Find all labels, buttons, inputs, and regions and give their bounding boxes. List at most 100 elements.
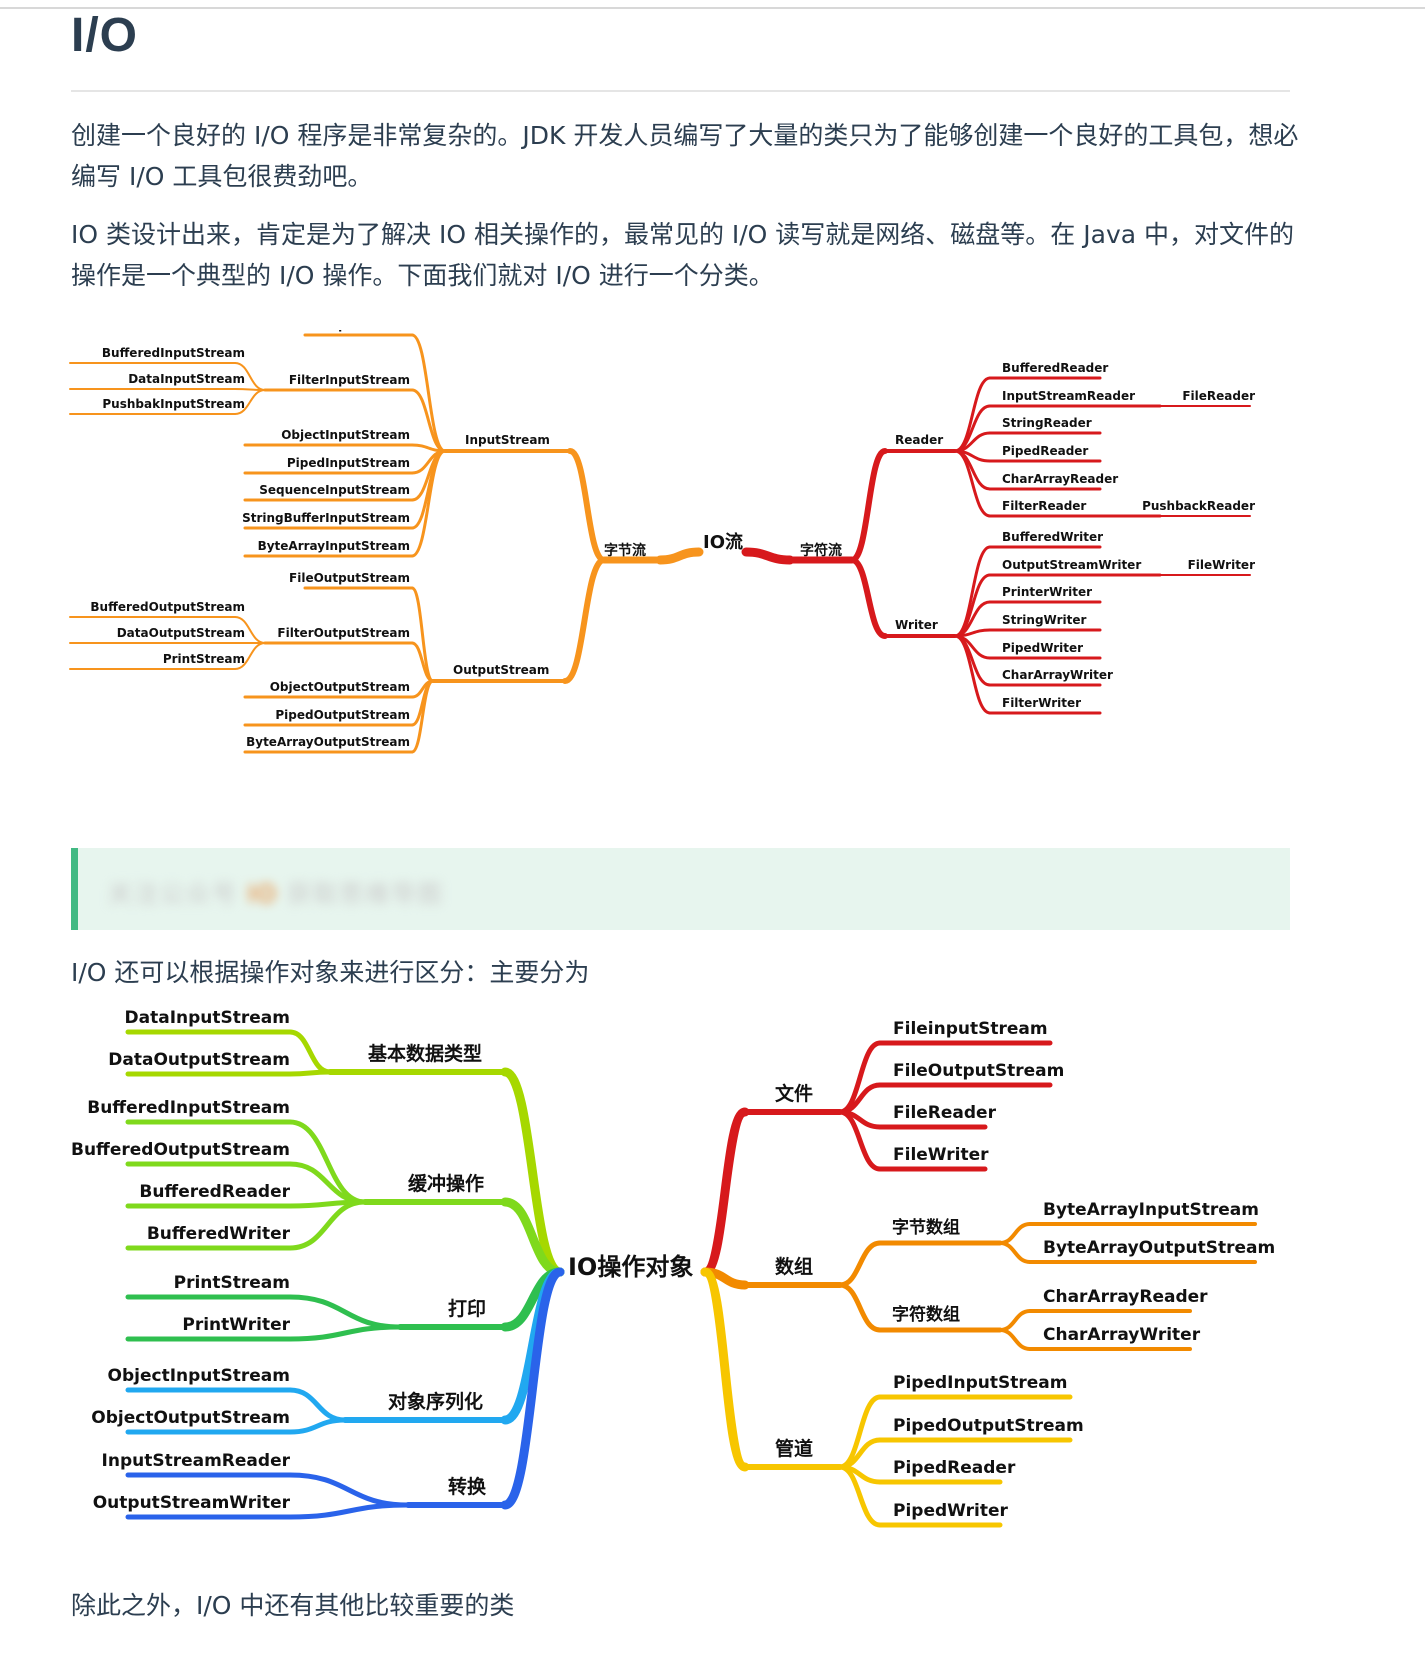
dataoutputstream-label: DataOutputStream [108, 1050, 290, 1070]
fileinputstream-label: FileinputStream [893, 1019, 1048, 1039]
inputstreamreader-label: InputStreamReader [1002, 389, 1135, 403]
writer-label: Writer [895, 618, 938, 632]
datainputstream-label: DataInputStream [125, 1008, 290, 1028]
io-stream-mindmap: IO流字节流字符流InputStreamFileInputStreamFilte… [69, 330, 1255, 754]
link-objectoutputstream [287, 1417, 348, 1435]
classification-paragraph: IO 类设计出来，肯定是为了解决 IO 相关操作的，最常见的 I/O 读写就是网… [71, 220, 1295, 290]
tip-box: 关注公众号 IO 获取思维导图 [71, 848, 1290, 930]
sub-group-0-label: 字节数组 [892, 1217, 960, 1238]
filereader-label: FileReader [1182, 389, 1255, 403]
bytearrayinputstream-label: ByteArrayInputStream [258, 539, 410, 553]
branch-charstream [741, 547, 795, 565]
bufferedoutputstream-label: BufferedOutputStream [90, 600, 245, 614]
dataoutputstream-label: DataOutputStream [117, 626, 245, 640]
sub-group-1-label: 字符数组 [892, 1304, 960, 1325]
link-outputstreamwriter [287, 1502, 411, 1520]
inputstream-label: InputStream [465, 433, 550, 447]
left-group-0-label: 基本数据类型 [367, 1042, 482, 1065]
link-objectinputstream [287, 1387, 348, 1423]
bufferedreader-label: BufferedReader [1002, 361, 1108, 375]
link-bufferedoutputstream [287, 1161, 368, 1205]
filterwriter-label: FilterWriter [1002, 696, 1081, 710]
right-group-1-label: 数组 [775, 1255, 813, 1278]
link-printstream [287, 1294, 403, 1330]
outputstreamwriter-label: OutputStreamWriter [93, 1493, 291, 1513]
bytestream-label: 字节流 [604, 542, 646, 559]
outputstreamwriter-label: OutputStreamWriter [1002, 558, 1141, 572]
link-filterreader [953, 449, 992, 518]
link-bytearrayinputstream [998, 1222, 1032, 1245]
chararrayreader-label: CharArrayReader [1002, 472, 1118, 486]
objectoutputstream-label: ObjectOutputStream [270, 680, 410, 694]
top-divider [0, 7, 1425, 9]
pipedoutputstream-label: PipedOutputStream [893, 1416, 1084, 1436]
filewriter-label: FileWriter [1188, 558, 1255, 572]
objectinputstream-label: ObjectInputStream [108, 1366, 290, 1386]
left-group-4-label: 转换 [448, 1475, 487, 1498]
bufferedreader-label: BufferedReader [139, 1182, 290, 1202]
stringwriter-label: StringWriter [1002, 613, 1086, 627]
bufferedinputstream-label: BufferedInputStream [87, 1098, 290, 1118]
fileoutputstream-label: FileOutputStream [893, 1061, 1064, 1081]
pipedoutputstream-label: PipedOutputStream [275, 708, 410, 722]
link-bufferedinputstream [287, 1119, 368, 1205]
printerwriter-label: PrinterWriter [1002, 585, 1092, 599]
sequenceinputstream-label: SequenceInputStream [259, 483, 410, 497]
link-chararrayreader [998, 1309, 1032, 1332]
bytearrayoutputstream-label: ByteArrayOutputStream [246, 735, 410, 749]
filteroutputstream-label: FilterOutputStream [277, 626, 410, 640]
link-pushbakinputstream [234, 389, 266, 415]
chararrayreader-label: CharArrayReader [1043, 1287, 1208, 1307]
branch-right-0 [700, 1107, 750, 1277]
center-node-label: IO操作对象 [568, 1253, 693, 1281]
printwriter-label: PrintWriter [182, 1315, 290, 1335]
bytearrayinputstream-label: ByteArrayInputStream [1043, 1200, 1259, 1220]
link-sub-1 [837, 1282, 883, 1333]
branch-bytestream [655, 547, 704, 565]
pipedwriter-label: PipedWriter [1002, 641, 1083, 655]
left-group-3-label: 对象序列化 [388, 1390, 483, 1413]
pipedwriter-label: PipedWriter [893, 1501, 1008, 1521]
operation-object-paragraph: I/O 还可以根据操作对象来进行区分：主要分为 [71, 958, 590, 987]
link-inputstreamreader [287, 1472, 411, 1508]
link-inputstream [567, 448, 607, 563]
tip-highlight: IO [247, 880, 278, 908]
link-filterwriter [953, 634, 992, 715]
left-group-2-label: 打印 [448, 1297, 486, 1320]
left-group-1-label: 缓冲操作 [408, 1172, 484, 1195]
bytearrayoutputstream-label: ByteArrayOutputStream [1043, 1238, 1275, 1258]
right-group-0-label: 文件 [775, 1082, 813, 1105]
filewriter-label: FileWriter [893, 1145, 989, 1165]
link-bufferedwriter [953, 545, 992, 638]
datainputstream-label: DataInputStream [128, 372, 245, 386]
chararraywriter-label: CharArrayWriter [1002, 668, 1113, 682]
other-classes-paragraph: 除此之外，I/O 中还有其他比较重要的类 [71, 1591, 515, 1620]
pipedreader-label: PipedReader [893, 1458, 1016, 1478]
pipedinputstream-label: PipedInputStream [893, 1373, 1067, 1393]
bufferedwriter-label: BufferedWriter [1002, 530, 1103, 544]
stringbufferinputstream-label: StringBufferInputStream [242, 511, 410, 525]
tip-text-before: 关注公众号 [108, 880, 238, 908]
link-fileinputstream [410, 333, 447, 453]
objectinputstream-label: ObjectInputStream [281, 428, 410, 442]
link-chararraywriter [998, 1328, 1032, 1351]
chararraywriter-label: CharArrayWriter [1043, 1325, 1201, 1345]
outputstream-label: OutputStream [453, 663, 549, 677]
pushbakinputstream-label: PushbakInputStream [102, 397, 245, 411]
link-printwriter [287, 1324, 403, 1342]
link-sub-0 [837, 1240, 883, 1288]
bufferedwriter-label: BufferedWriter [147, 1224, 291, 1244]
link-bytearrayoutputstream [410, 679, 435, 754]
link-outputstream [562, 557, 607, 684]
link-writer [849, 557, 888, 639]
link-reader [849, 448, 888, 563]
fileinputstream-label: FileInputStream [301, 330, 410, 332]
link-bytearrayinputstream [410, 449, 447, 558]
inputstreamreader-label: InputStreamReader [102, 1451, 291, 1471]
bufferedinputstream-label: BufferedInputStream [102, 346, 245, 360]
filereader-label: FileReader [893, 1103, 997, 1123]
printstream-label: PrintStream [174, 1273, 290, 1293]
pushbackreader-label: PushbackReader [1142, 499, 1255, 513]
link-datainputstream [287, 1029, 333, 1075]
link-pipedwriter [837, 1464, 883, 1528]
